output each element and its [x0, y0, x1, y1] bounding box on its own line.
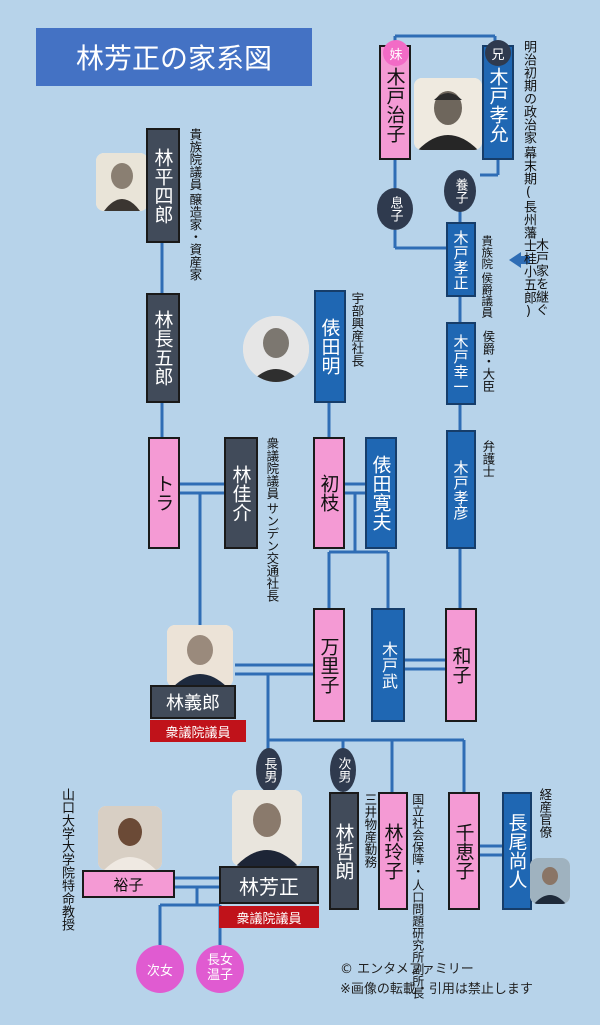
- person-yoshisuke: 林佳介: [224, 437, 258, 549]
- person-takahiko: 木戸孝彦: [446, 430, 476, 549]
- person-reiko: 林玲子: [378, 792, 408, 910]
- person-yoshimasa: 林芳正: [219, 866, 319, 904]
- portrait-heishiro: [96, 153, 148, 211]
- person-mariko: 万里子: [313, 608, 345, 722]
- relation-eldest-son: 長男: [256, 748, 282, 792]
- credit-notice: ※画像の転載・引用は禁止します: [340, 982, 533, 997]
- portrait-takayoshi: [414, 78, 482, 150]
- person-chogoro: 林長五郎: [146, 293, 180, 403]
- person-akira: 俵田明: [314, 290, 346, 403]
- annotation-takayoshi: 明治初期の政治家幕末期(長州藩士桂小五郎): [520, 40, 536, 319]
- annotation-akira: 宇部興産社長: [349, 292, 365, 367]
- person-heishiro: 林平四郎: [146, 128, 180, 243]
- relation-son: 息子: [377, 188, 413, 230]
- tag-yoshiro: 衆議院議員: [150, 720, 246, 742]
- person-takeshi: 木戸武: [371, 608, 405, 722]
- person-naoto: 長尾尚人: [502, 792, 532, 910]
- arrow-icon: [509, 252, 521, 268]
- credit-copyright: © エンタメファミリー: [340, 962, 474, 977]
- portrait-akira: [243, 316, 309, 382]
- annotation-heishiro: 貴族院議員醸造家・資産家: [187, 128, 203, 280]
- portrait-yoshimasa: [232, 790, 302, 866]
- annotation-naoto: 経産官僚: [537, 788, 553, 838]
- person-second-daughter: 次女: [136, 945, 184, 993]
- person-chieko: 千恵子: [448, 792, 480, 910]
- portrait-yoshiro: [167, 625, 233, 687]
- person-hatsue: 初枝: [313, 437, 345, 549]
- person-hiroo: 俵田寛夫: [365, 437, 397, 549]
- page-title: 林芳正の家系図: [36, 28, 312, 86]
- person-yoshiro: 林義郎: [150, 685, 236, 719]
- relation-second-son: 次男: [330, 748, 356, 792]
- person-koichi: 木戸幸一: [446, 322, 476, 405]
- annotation-kido-note: 木戸家を継ぐ: [532, 238, 548, 316]
- relation-older-brother: 兄: [485, 40, 511, 66]
- person-kazuko: 和子: [445, 608, 477, 722]
- portrait-yuko: [98, 806, 162, 870]
- relation-adopted: 養子: [444, 170, 476, 212]
- annotation-yuko: 山口大学大学院特命教授: [58, 788, 74, 931]
- annotation-takahiko: 弁護士: [480, 440, 496, 478]
- tag-yoshimasa: 衆議院議員: [219, 906, 319, 928]
- annotation-koichi: 侯爵・大臣: [480, 330, 496, 393]
- annotation-takamasa: 貴族院侯爵議員: [480, 235, 495, 318]
- annotation-reiko: 国立社会保障・人口問題研究所副所長: [410, 793, 425, 999]
- person-tetsuro: 林哲朗: [329, 792, 359, 910]
- person-yuko: 裕子: [82, 870, 175, 898]
- portrait-naoto: [530, 858, 570, 904]
- relation-younger-sister: 妹: [383, 40, 409, 66]
- annotation-tetsuro: 三井物産勤務: [362, 793, 378, 868]
- annotation-yoshisuke: 衆議院議員サンデン交通社長: [264, 437, 280, 602]
- person-tora: トラ: [148, 437, 180, 549]
- person-eldest-daughter: 長女温子: [196, 945, 244, 993]
- person-takamasa: 木戸孝正: [446, 222, 476, 297]
